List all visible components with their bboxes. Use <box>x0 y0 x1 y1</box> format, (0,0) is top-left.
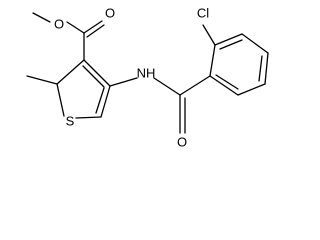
bond-benzene-c6-c1 <box>209 75 239 96</box>
bond-thiophene-c4-c3-inner <box>82 65 105 88</box>
bond-thiophene-c2-s <box>56 83 65 117</box>
bond-ester-oxygen-carbonyl <box>66 21 85 34</box>
bond-thiophene-c4-c3 <box>83 59 111 87</box>
bond-amide-to-benzene <box>179 75 211 96</box>
bond-benzene-c4-c5 <box>264 52 269 85</box>
bond-benzene-c1-c2 <box>209 44 216 77</box>
bond-benzene-inner-3 <box>215 74 239 90</box>
atom-amide-nitrogen: NH <box>137 65 156 80</box>
bond-benzene-inner-2 <box>258 55 263 82</box>
bond-thiophene-methyl <box>26 75 58 85</box>
bond-benzene-c3-c4 <box>241 33 269 54</box>
bond-thiophene-c3-c2 <box>56 59 85 85</box>
bond-thiophene-c5-c4-inner <box>95 87 105 114</box>
bond-ring-nitrogen <box>109 77 138 87</box>
atom-amide-oxygen: O <box>177 134 187 149</box>
bond-carbonyl-double-b <box>86 24 105 38</box>
atom-chlorine: Cl <box>197 5 209 20</box>
atom-ester-oxygen: O <box>54 16 64 31</box>
bond-methyl-ester-oxygen <box>32 12 51 23</box>
bond-benzene-c5-c6 <box>237 83 266 96</box>
atom-thiophene-sulfur: S <box>66 113 75 128</box>
chemical-structure-diagram: O O S NH O Cl <box>26 5 269 149</box>
bond-carbonyl-double-a <box>83 20 103 34</box>
bond-thiophene-c5-c4 <box>100 85 111 118</box>
bond-benzene-inner-1 <box>219 39 243 50</box>
bond-thiophene-s-c5 <box>75 116 102 119</box>
bond-benzene-chlorine <box>202 24 216 46</box>
bond-nitrogen-amide-carbon <box>153 77 181 96</box>
atom-carbonyl-oxygen-ester: O <box>105 5 115 20</box>
bond-benzene-c2-c3 <box>214 33 243 46</box>
